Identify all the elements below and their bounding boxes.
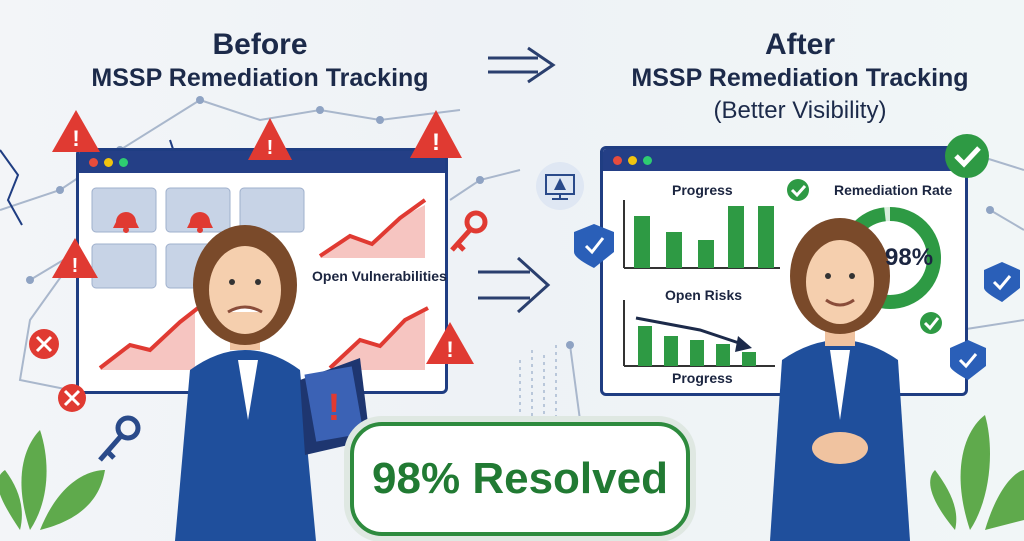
svg-text:!: ! (267, 137, 274, 159)
remediation-rate-value: 98% (885, 244, 934, 271)
progress-label: Progress (672, 182, 733, 198)
monitor-alert-icon (536, 162, 584, 210)
svg-text:!: ! (72, 126, 79, 151)
resolved-badge: 98% Resolved (350, 422, 690, 536)
window-titlebar (79, 151, 445, 173)
check-circle-icon (787, 134, 989, 334)
arrow-right-icon (478, 46, 556, 314)
remediation-rate-label: Remediation Rate (834, 182, 953, 198)
warning-triangle-icon: ! ! ! ! ! (52, 110, 474, 364)
after-heading: After (764, 28, 835, 61)
open-risks-chart (623, 300, 775, 367)
svg-text:!: ! (432, 129, 440, 156)
before-title-block: Before MSSP Remediation Tracking (60, 28, 460, 93)
progress-chart (623, 200, 780, 269)
svg-text:!: ! (446, 337, 453, 362)
after-title-block: After MSSP Remediation Tracking (Better … (580, 28, 1020, 125)
resolved-badge-text: 98% Resolved (372, 454, 668, 503)
confident-analyst-figure (770, 218, 910, 541)
svg-text:!: ! (72, 255, 79, 277)
key-icon (98, 210, 488, 462)
leaf-icon (0, 415, 1024, 530)
open-risks-label: Open Risks (665, 287, 743, 303)
shield-check-icon (574, 224, 1020, 380)
open-vulnerabilities-label: Open Vulnerabilities (312, 268, 447, 284)
before-heading: Before (212, 28, 308, 61)
progress-bottom-label: Progress (672, 370, 733, 386)
window-titlebar (603, 149, 965, 171)
before-subheading: MSSP Remediation Tracking (91, 64, 429, 92)
alert-bell-icon (113, 212, 213, 233)
after-parenthetical: (Better Visibility) (713, 97, 887, 124)
error-x-icon (29, 329, 86, 412)
open-vulnerabilities-chart (98, 198, 429, 370)
after-subheading: MSSP Remediation Tracking (631, 64, 969, 92)
tablet-alert-icon: ! (328, 387, 341, 429)
worried-analyst-figure: ! (175, 225, 370, 541)
